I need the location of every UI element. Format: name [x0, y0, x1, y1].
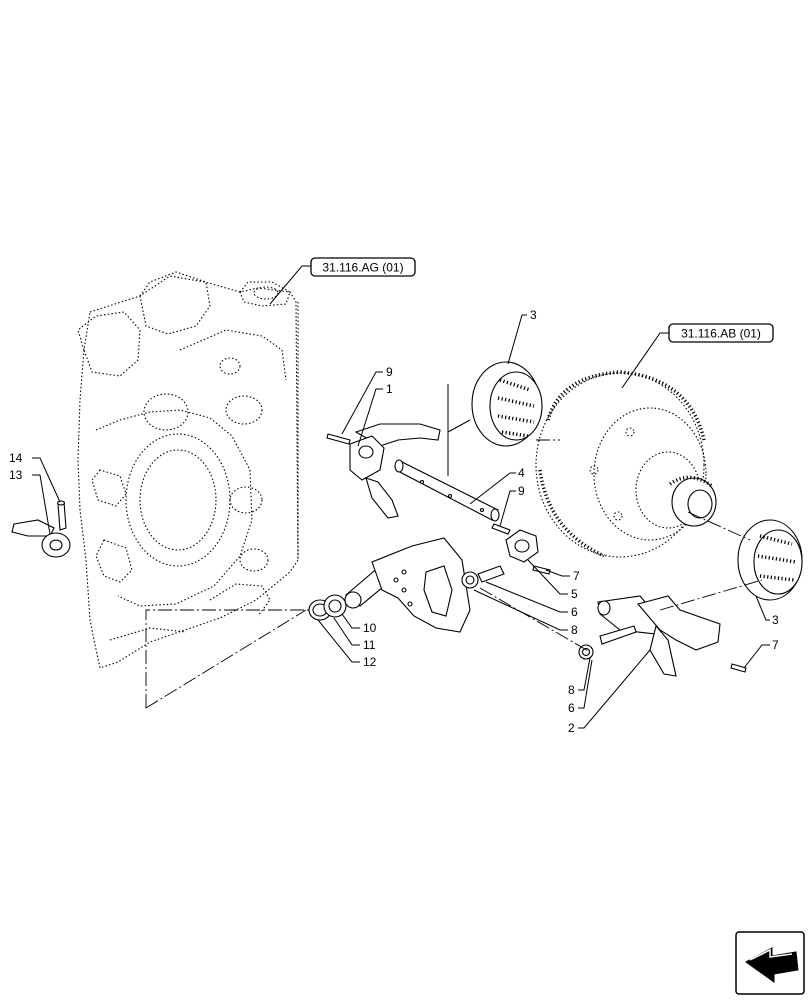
pin-14	[56, 500, 67, 531]
synchro-ring-3-lower	[737, 519, 803, 601]
detent-plunger-upper	[461, 565, 505, 589]
pin-9b	[491, 523, 511, 535]
navigation-arrow-icon[interactable]	[735, 931, 805, 995]
callout-7-upper: 7	[573, 569, 580, 583]
callout-8-upper: 8	[571, 623, 578, 637]
callout-2: 2	[568, 721, 575, 735]
shift-rail-4	[394, 459, 500, 522]
callout-11: 11	[363, 638, 376, 652]
callout-14: 14	[9, 451, 23, 465]
callout-3-lower: 3	[772, 613, 779, 627]
selector-block-5	[505, 529, 539, 563]
ref-label-housing: 31.116.AG (01)	[322, 261, 403, 275]
lever-13	[11, 519, 71, 558]
washer-11	[323, 594, 347, 618]
callout-10: 10	[363, 621, 377, 635]
synchro-ring-3-upper	[471, 361, 543, 447]
callout-1: 1	[386, 382, 393, 396]
callout-6-upper: 6	[571, 605, 578, 619]
callout-6-lower: 6	[568, 701, 575, 715]
gear-assembly	[535, 370, 717, 558]
alignment-lines	[145, 439, 763, 709]
callout-12: 12	[363, 655, 377, 669]
callout-leaders	[32, 314, 770, 729]
callout-labels: 9 1 3 4 9 7 5 6 8 14 13 10 11 12 3 7 8 6…	[9, 308, 779, 735]
callout-7-lower: 7	[772, 638, 779, 652]
pin-7a	[532, 565, 551, 575]
callout-4: 4	[518, 466, 525, 480]
pin-7b	[730, 663, 747, 673]
shift-fork-1	[326, 423, 441, 519]
callout-5: 5	[571, 587, 578, 601]
shift-fork-2	[578, 595, 721, 677]
callout-9-lower: 9	[518, 484, 525, 498]
callout-8-lower: 8	[568, 683, 575, 697]
ref-box-housing[interactable]: 31.116.AG (01)	[310, 257, 416, 277]
callout-9-upper: 9	[386, 365, 393, 379]
callout-3-upper: 3	[530, 308, 537, 322]
transmission-housing	[77, 271, 299, 669]
ref-box-gear[interactable]: 31.116.AB (01)	[668, 323, 774, 343]
ref-label-gear: 31.116.AB (01)	[681, 327, 761, 341]
shift-plate	[371, 537, 471, 633]
callout-13: 13	[9, 468, 23, 482]
